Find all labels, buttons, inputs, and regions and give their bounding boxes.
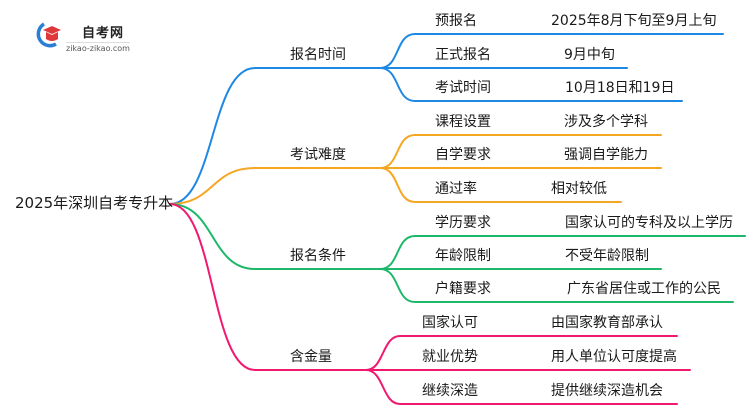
leaf-value: 用人单位认可度提高 <box>551 349 677 365</box>
leaf-value: 提供继续深造机会 <box>551 383 663 399</box>
leaf-label: 继续深造 <box>422 383 478 399</box>
connector-root-branch-2 <box>169 203 381 270</box>
leaf-label: 通过率 <box>435 181 477 197</box>
leaf-label: 就业优势 <box>422 349 478 365</box>
leaf-label: 课程设置 <box>435 114 491 130</box>
leaf-label: 正式报名 <box>435 47 491 63</box>
leaf-value: 强调自学能力 <box>564 147 648 163</box>
branch-value: 含金量 <box>290 349 332 365</box>
connector-root-branch-1 <box>169 167 381 205</box>
leaf-value: 2025年8月下旬至9月上旬 <box>551 13 717 29</box>
branch-exam-difficulty: 考试难度 <box>290 147 346 163</box>
branch-registration-time: 报名时间 <box>290 47 346 63</box>
site-logo: 自考网 zikao-zikao.com <box>30 20 170 53</box>
leaf-value: 广东省居住或工作的公民 <box>567 281 721 297</box>
leaf-value: 国家认可的专科及以上学历 <box>565 215 733 231</box>
branch-registration-conditions: 报名条件 <box>290 248 346 264</box>
leaf-label: 预报名 <box>435 13 477 29</box>
logo-title: 自考网 <box>82 26 125 41</box>
leaf-label: 考试时间 <box>435 80 491 96</box>
logo-subtitle: zikao-zikao.com <box>66 42 130 53</box>
root-node: 2025年深圳自考专升本 <box>15 194 174 212</box>
leaf-label: 户籍要求 <box>435 281 491 297</box>
graduation-cap-icon <box>36 22 61 48</box>
leaf-label: 学历要求 <box>435 215 491 231</box>
connector-root-branch-3 <box>169 203 367 371</box>
leaf-label: 自学要求 <box>435 147 491 163</box>
leaf-value: 涉及多个学科 <box>564 114 648 130</box>
leaf-value: 相对较低 <box>551 181 607 197</box>
leaf-value: 不受年龄限制 <box>565 248 649 264</box>
leaf-label: 国家认可 <box>422 315 478 331</box>
leaf-value: 10月18日和19日 <box>565 80 675 96</box>
leaf-value: 由国家教育部承认 <box>551 315 663 331</box>
leaf-value: 9月中旬 <box>564 47 615 63</box>
connector-root-branch-0 <box>169 67 381 205</box>
leaf-label: 年龄限制 <box>435 248 491 264</box>
